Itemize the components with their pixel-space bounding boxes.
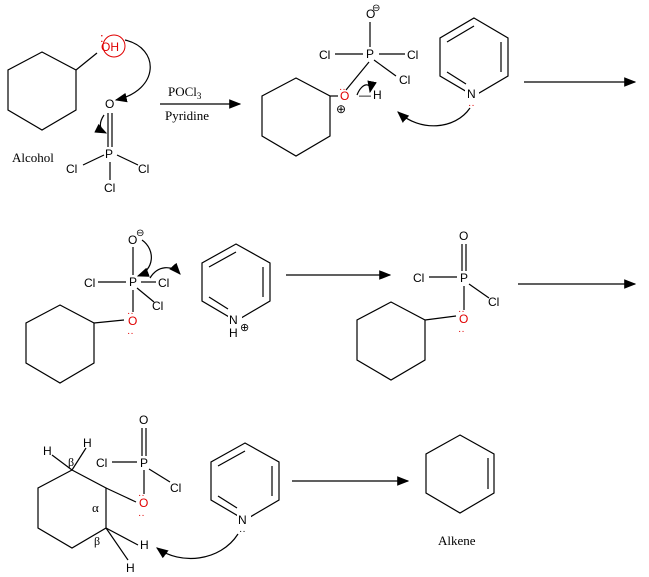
lone-pair-dots: ·· [239,526,246,537]
phosphoryl-oxygen: O [366,7,375,21]
negative-charge: ⊖ [136,228,144,239]
curved-arrow-pi [94,114,108,134]
chloride-label: Cl [84,276,95,290]
hydrogen-label: H [229,326,238,340]
alcohol-label: Alcohol [12,150,54,165]
chloride-label: Cl [413,271,424,285]
phosphorus-label: P [140,456,148,470]
positive-charge: ⊕ [336,102,346,116]
reagent-arrow: POCl3 Pyridine [160,84,242,123]
chloride-label: Cl [170,481,181,495]
beta-label: β [68,455,74,469]
ether-oxygen: O [128,314,137,328]
chloride-label: Cl [66,162,77,176]
reagent-pyridine: Pyridine [165,108,209,123]
lone-pair-dots: ·· [127,328,134,339]
curved-arrow-oh [356,80,377,96]
phosphorus-label: P [105,147,113,161]
lone-pair-dots: ·· [458,326,465,337]
step1-intermediate: O ·· — H ⊕ P O ⊖ Cl Cl Cl N N ·· [261,3,509,157]
chloride-label: Cl [158,276,169,290]
phosphorus-label: P [129,275,137,289]
cyclohexane-ring-4 [356,301,426,381]
lone-pair-dots: ·· [127,308,134,319]
pyridine-ring-1 [439,17,509,97]
pyridinium-ring [201,243,271,322]
lone-pair-dots: ·· [458,306,465,317]
hydroxyl-label: OH [101,40,119,54]
negative-charge: ⊖ [372,3,380,14]
chloride-label: Cl [138,162,149,176]
curved-arrow-leave [149,262,181,279]
lone-pair-dots: ·· [468,100,475,111]
lone-pair-highlight [102,34,126,58]
lone-pair-dots: ·· [138,490,145,501]
step2-product: O ·· ·· P O Cl Cl [356,229,499,381]
hydrogen-label: H [43,444,52,458]
alkene-label: Alkene [438,533,476,548]
beta-label: β [94,534,100,548]
nitrogen-label: N [467,87,476,101]
hydrogen-label: H [140,538,149,552]
chloride-label: Cl [319,48,330,62]
chloride-label: Cl [104,181,115,195]
phosphoryl-oxygen: O [459,229,468,243]
hydrogen-label: H [373,88,382,102]
chloride-label: Cl [152,299,163,313]
nitrogen-label: N [238,513,247,527]
hydrogen-label: H [126,561,135,575]
o-h-bond: — [359,88,371,102]
cyclohexane-ring-1 [7,51,77,131]
chloride-label: Cl [96,456,107,470]
curved-arrow-deprotonate [397,107,471,127]
reagent-pocl3: POCl3 [168,84,202,101]
cyclohexane-ring-3 [25,304,95,384]
pyridine-ring-2 [210,442,280,521]
phosphoryl-oxygen: O [128,233,137,247]
hydrogen-label: H [83,436,92,450]
phosphoryl-oxygen: O [139,413,148,427]
alpha-label: α [92,500,99,515]
cyclohexene-ring [425,434,495,514]
phosphoryl-oxygen: O [105,97,114,111]
curved-arrow-reform [136,239,152,277]
phosphorus-label: P [460,271,468,285]
nitrogen-label: N [229,313,238,327]
oxonium-oxygen: O [340,89,349,103]
cyclohexane-ring-2 [261,77,331,157]
chloride-label: Cl [407,48,418,62]
ether-oxygen: O [459,312,468,326]
ether-oxygen: O [139,496,148,510]
step1-alcohol: OH : O P Cl Cl Cl Alcohol [7,30,151,195]
chloride-label: Cl [488,295,499,309]
lone-pair-dots: ·· [339,84,346,95]
curved-arrow-abstract [156,533,239,559]
chloride-label: Cl [399,73,410,87]
alkene-product: Alkene [425,434,495,548]
lone-pair-dots: ·· [138,510,145,521]
positive-charge: ⊕ [240,322,249,334]
step2-elimination: O ·· ·· P O ⊖ Cl Cl Cl N H ⊕ [25,228,271,384]
phosphorus-label: P [366,47,374,61]
curved-arrow-attack [114,39,151,103]
lone-pair-dots: : [100,30,104,45]
step3-e2: O ·· ·· α β β H H H H P O Cl Cl N ·· [37,413,280,575]
